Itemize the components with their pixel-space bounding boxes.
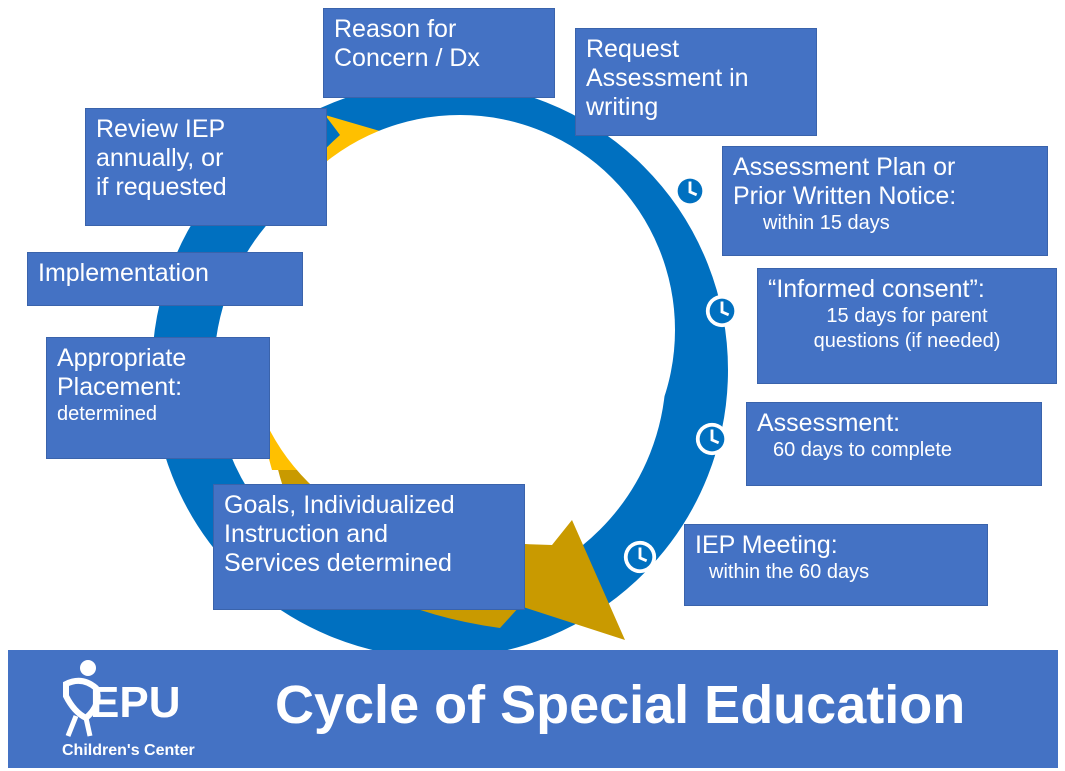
footer-banner [8, 650, 1058, 768]
step-plan-label: Assessment Plan or Prior Written Notice: [733, 153, 957, 210]
step-reason-label: Reason for Concern / Dx [334, 15, 480, 72]
step-implementation: Implementation [27, 252, 303, 306]
step-consent-label: “Informed consent”: [768, 275, 985, 303]
step-implementation-label: Implementation [38, 259, 209, 287]
step-goals-label: Goals, Individualized Instruction and Se… [224, 491, 455, 577]
step-meeting-deadline: within the 60 days [709, 561, 870, 583]
clock-icon [673, 174, 707, 208]
step-iep-meeting: IEP Meeting: within the 60 days [684, 524, 988, 606]
clock-icon [705, 294, 739, 328]
step-consent-deadline: 15 days for parent questions (if needed) [813, 305, 1001, 352]
clock-icon [623, 540, 657, 574]
step-assessment: Assessment: 60 days to complete [746, 402, 1042, 486]
step-plan-deadline: within 15 days [763, 212, 890, 234]
logo-figure-icon [63, 660, 101, 737]
logo-subtext: Children's Center [62, 742, 195, 759]
clock-icon [695, 422, 729, 456]
step-assessment-label: Assessment: [757, 409, 901, 437]
step-placement-label: Appropriate Placement: [57, 344, 187, 401]
step-assessment-deadline: 60 days to complete [773, 439, 952, 461]
step-review-label: Review IEP annually, or if requested [96, 115, 227, 201]
step-assessment-plan: Assessment Plan or Prior Written Notice:… [722, 146, 1048, 256]
step-informed-consent: “Informed consent”: 15 days for parent q… [757, 268, 1057, 384]
inner-white-circle [245, 115, 675, 545]
step-request-label: Request Assessment in writing [586, 35, 749, 121]
step-meeting-label: IEP Meeting: [695, 531, 838, 559]
page-title: Cycle of Special Education [275, 675, 966, 735]
step-placement-detail: determined [57, 403, 158, 425]
step-reason-for-concern: Reason for Concern / Dx [323, 8, 555, 98]
step-appropriate-placement: Appropriate Placement: determined [46, 337, 270, 459]
step-goals: Goals, Individualized Instruction and Se… [213, 484, 525, 610]
logo-wordmark: EPU [90, 678, 181, 727]
step-review-iep: Review IEP annually, or if requested [85, 108, 327, 226]
step-request-assessment: Request Assessment in writing [575, 28, 817, 136]
